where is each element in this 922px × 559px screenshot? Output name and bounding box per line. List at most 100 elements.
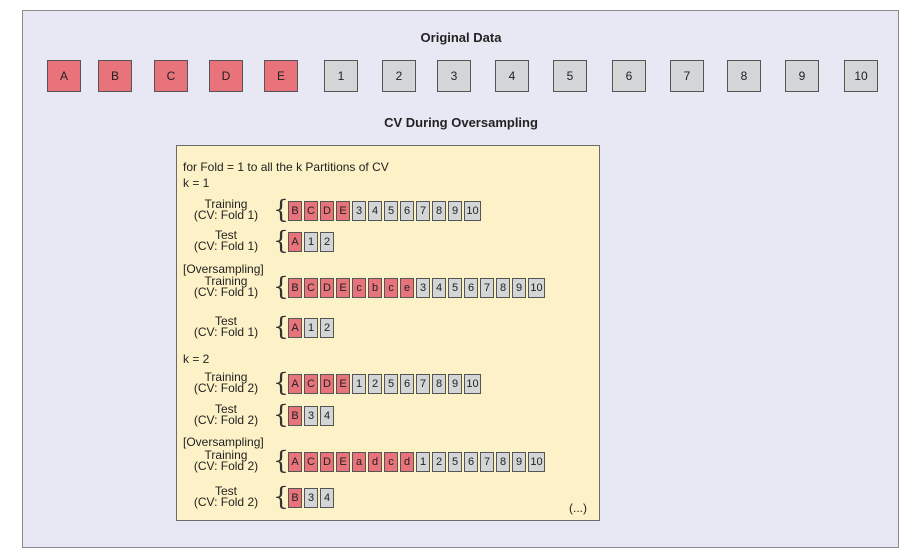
original-data-box: 5 [553,60,587,92]
row-label: Training(CV: Fold 2) [183,370,269,398]
row-label-type: Training [204,274,248,288]
row-label: Test(CV: Fold 2) [183,402,269,430]
row-label: Training(CV: Fold 2) [183,448,269,476]
row-label-type: Test [214,402,237,416]
brace-icon: { [273,226,289,255]
original-data-box: 3 [437,60,471,92]
partition-cell: 6 [400,374,414,394]
oversampling-label-fold2: [Oversampling] [183,435,264,449]
original-data-box: 2 [382,60,416,92]
partition-cell: 7 [416,374,430,394]
cv-procedure-panel: for Fold = 1 to all the k Partitions of … [176,145,600,521]
row-label: Test(CV: Fold 1) [183,315,269,342]
partition-cell: 5 [384,201,398,221]
partition-cell: 2 [368,374,382,394]
partition-cell: B [288,201,302,221]
partition-cell: D [320,374,334,394]
partition-cell: B [288,278,302,298]
partition-cell: 3 [304,406,318,426]
partition-cell: 7 [480,452,494,472]
row-label: Training(CV: Fold 1) [183,274,269,302]
partition-cell: D [320,201,334,221]
partition-cell: 10 [464,374,481,394]
partition-cell: C [304,201,318,221]
partition-cell: 9 [512,278,526,298]
brace-icon: { [273,195,289,224]
partition-cell: 6 [464,278,478,298]
partition-cell: 10 [464,201,481,221]
original-data-box: D [209,60,243,92]
row-label-fold: (CV: Fold 1) [193,239,259,253]
partition-cell: 7 [480,278,494,298]
row-label: Test(CV: Fold 1) [183,228,269,256]
original-data-box: 4 [495,60,529,92]
partition-cell: d [400,452,414,472]
partition-cell: d [368,452,382,472]
row-label-type: Test [214,228,237,242]
brace-icon: { [273,446,289,475]
partition-cell: 8 [432,374,446,394]
partition-cell: 4 [320,406,334,426]
row-label-fold: (CV: Fold 2) [193,495,259,509]
row-label-type: Training [204,197,248,211]
partition-cell: C [304,374,318,394]
partition-cell: A [288,318,302,338]
partition-cell: 8 [496,278,510,298]
partition-cell: 3 [352,201,366,221]
row-label-fold: (CV: Fold 1) [193,208,259,222]
row-label-fold: (CV: Fold 2) [193,381,259,395]
partition-cell: a [352,452,366,472]
partition-cell: C [304,278,318,298]
partition-cell: A [288,374,302,394]
row-label-type: Training [204,448,248,462]
brace-icon: { [273,312,289,341]
partition-cell: 3 [304,488,318,508]
partition-cell: D [320,452,334,472]
partition-cell: E [336,452,350,472]
k2-label: k = 2 [183,352,210,366]
brace-icon: { [273,400,289,429]
partition-cell: 10 [528,278,545,298]
partition-cell: B [288,406,302,426]
partition-cell: 8 [496,452,510,472]
row-label-fold: (CV: Fold 1) [193,325,259,339]
partition-cell: E [336,278,350,298]
row-label-type: Training [204,370,248,384]
k1-label: k = 1 [183,176,210,190]
original-data-box: 6 [612,60,646,92]
partition-cell: c [352,278,366,298]
oversampling-label-fold1: [Oversampling] [183,262,264,276]
original-data-box: B [98,60,132,92]
partition-cell: 8 [432,201,446,221]
partition-cell: C [304,452,318,472]
brace-icon: { [273,482,289,511]
original-data-box: A [47,60,81,92]
partition-cell: 6 [400,201,414,221]
partition-cell: b [368,278,382,298]
partition-cell: 2 [320,232,334,252]
partition-cell: E [336,201,350,221]
partition-cell: 1 [304,232,318,252]
loop-header: for Fold = 1 to all the k Partitions of … [183,160,389,174]
brace-icon: { [273,272,289,301]
brace-icon: { [273,368,289,397]
row-label: Test(CV: Fold 2) [183,485,269,512]
partition-cell: 1 [416,452,430,472]
original-data-box: C [154,60,188,92]
partition-cell: 4 [432,278,446,298]
row-label: Training(CV: Fold 1) [183,197,269,225]
partition-cell: 2 [432,452,446,472]
original-data-box: 8 [727,60,761,92]
partition-cell: 10 [528,452,545,472]
row-label-fold: (CV: Fold 1) [193,285,259,299]
row-label-fold: (CV: Fold 2) [193,459,259,473]
partition-cell: E [336,374,350,394]
partition-cell: D [320,278,334,298]
partition-cell: A [288,452,302,472]
cv-during-oversampling-title: CV During Oversampling [384,115,538,130]
partition-cell: 9 [448,201,462,221]
ellipsis-label: (...) [569,501,587,515]
partition-cell: 6 [464,452,478,472]
partition-cell: 3 [416,278,430,298]
